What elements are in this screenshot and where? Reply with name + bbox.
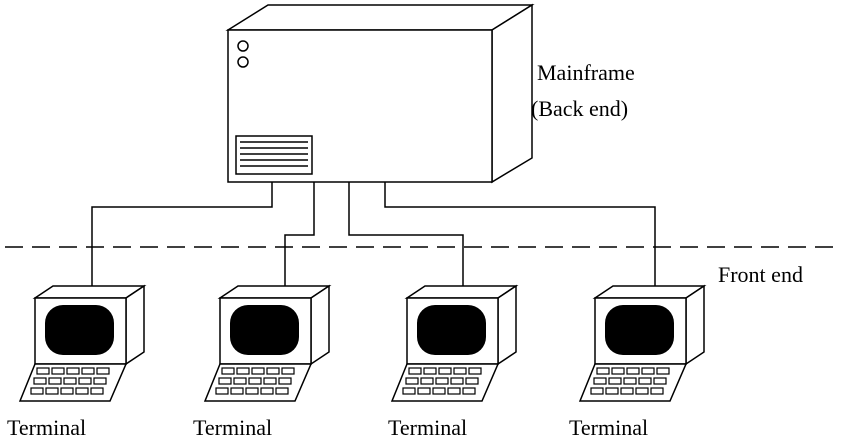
terminal-4 bbox=[580, 286, 704, 401]
mainframe-sublabel: (Back end) bbox=[531, 96, 628, 121]
terminal-3 bbox=[392, 286, 516, 401]
terminal-1 bbox=[20, 286, 144, 401]
mainframe-label: Mainframe bbox=[537, 60, 635, 85]
terminal-2 bbox=[205, 286, 329, 401]
terminal-icon bbox=[205, 286, 329, 401]
terminal-label: Terminal bbox=[569, 415, 648, 440]
terminal-label: Terminal bbox=[7, 415, 86, 440]
terminal-icon bbox=[20, 286, 144, 401]
front-end-label: Front end bbox=[718, 262, 803, 287]
terminal-label: Terminal bbox=[193, 415, 272, 440]
mainframe bbox=[228, 5, 532, 182]
network-connections bbox=[92, 182, 655, 290]
terminal-icon bbox=[392, 286, 516, 401]
terminal-icon bbox=[580, 286, 704, 401]
terminal-label: Terminal bbox=[388, 415, 467, 440]
